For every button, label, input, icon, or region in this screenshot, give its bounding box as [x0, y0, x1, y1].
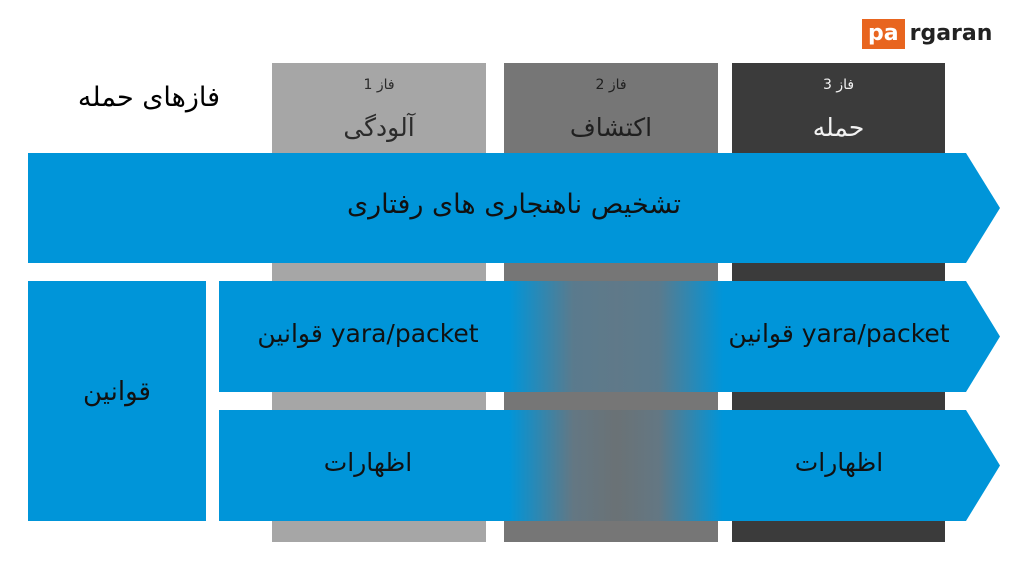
row1-right-label: yara/packet قوانین	[728, 319, 950, 348]
behavioral-anomaly-label: تشخیص ناهنجاری های رفتاری	[346, 189, 682, 220]
phase-2-name: اکتشاف	[569, 113, 653, 142]
row2-right-label: اظهارات	[794, 448, 884, 477]
row1-left-label: yara/packet قوانین	[257, 319, 479, 348]
phase-1-name: آلودگی	[343, 113, 415, 142]
phase-1-number: فاز 1	[363, 77, 395, 93]
arrow-fade-gap	[509, 410, 723, 521]
phase-3-number: فاز 3	[822, 77, 855, 93]
logo-text: rgaran	[909, 21, 993, 46]
row2-left-label: اظهارات	[323, 448, 413, 477]
diagram-title: فازهای حمله	[77, 82, 220, 113]
phase-2-number: فاز 2	[595, 77, 627, 93]
arrow-fade-gap	[509, 281, 723, 392]
logo-highlight: pa	[862, 19, 905, 49]
phase-3-name: حمله	[812, 113, 865, 142]
statements-arrow: اظهارات اظهارات	[219, 410, 1000, 521]
pargaran-logo: pa rgaran	[862, 19, 992, 49]
rules-side-label: قوانین	[83, 377, 151, 407]
rules-side-box: قوانین	[28, 281, 206, 521]
yara-packet-rules-arrow: yara/packet قوانین yara/packet قوانین	[219, 281, 1000, 392]
behavioral-anomaly-arrow: تشخیص ناهنجاری های رفتاری	[28, 153, 1000, 263]
